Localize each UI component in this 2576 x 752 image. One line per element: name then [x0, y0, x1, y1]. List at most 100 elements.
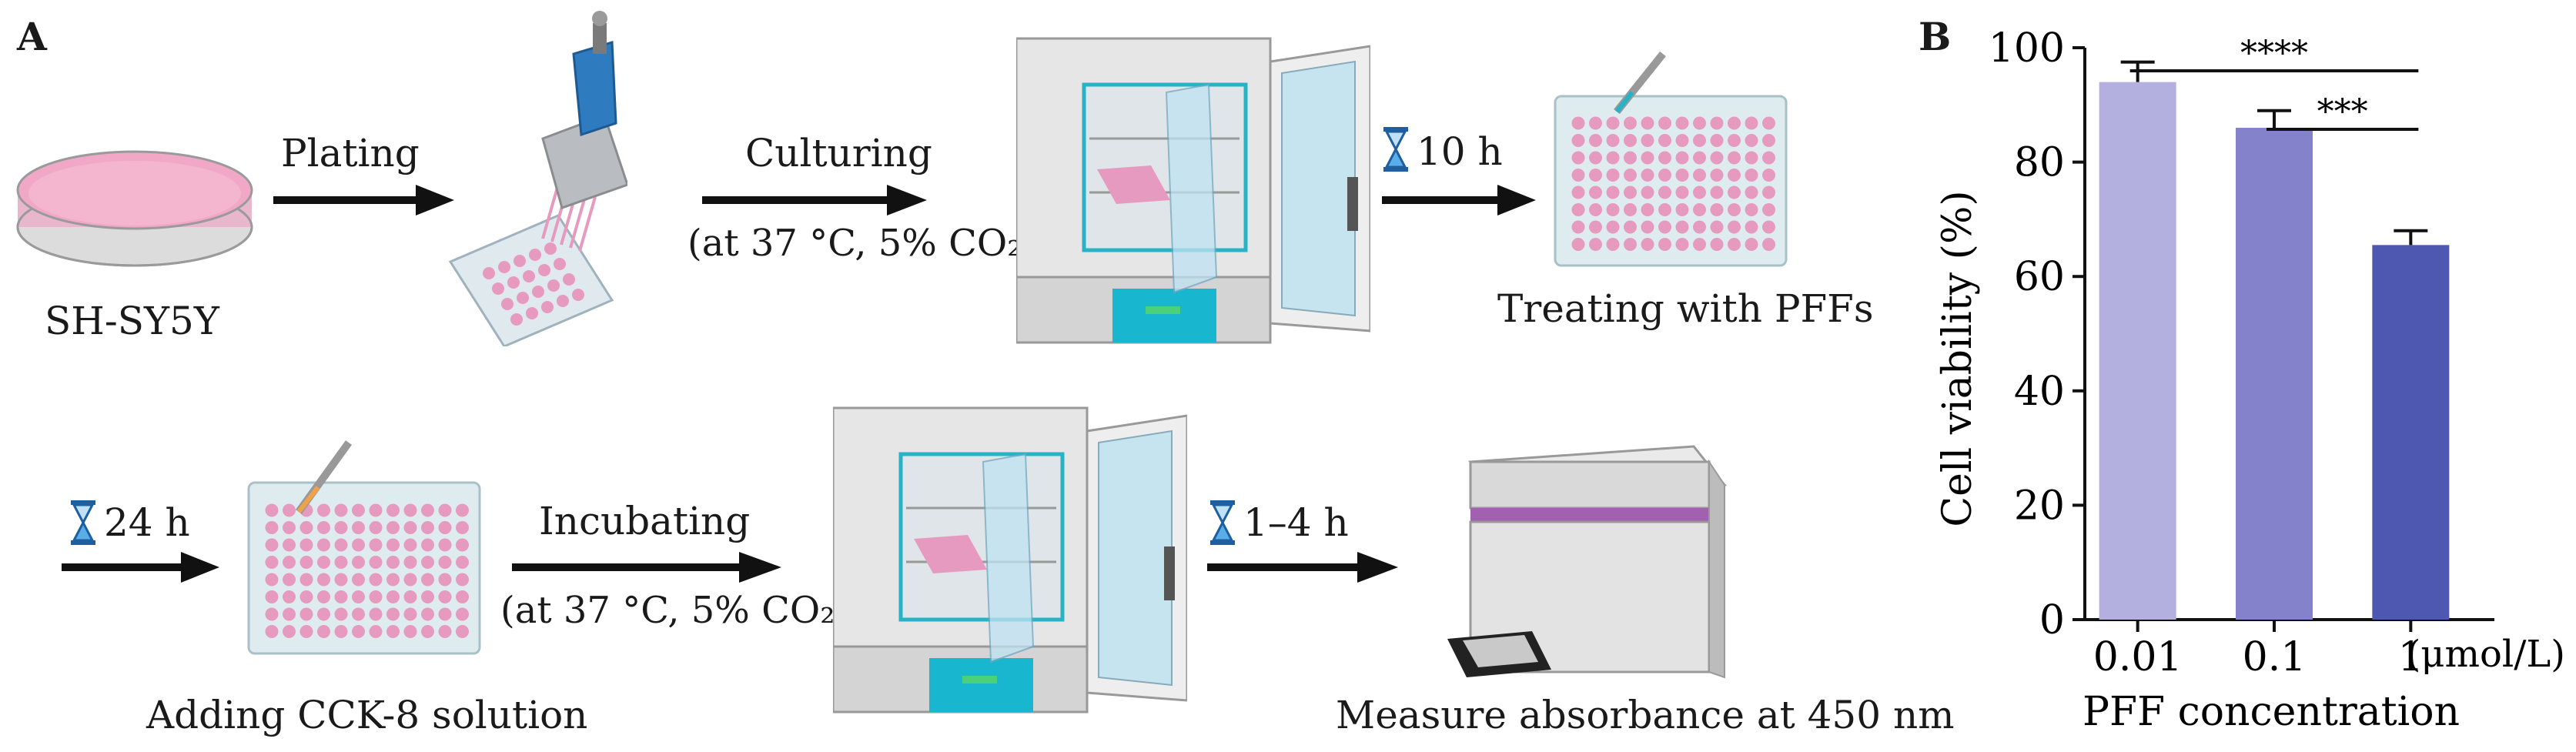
- well: [456, 521, 469, 534]
- well: [352, 590, 365, 603]
- well: [421, 503, 434, 517]
- well: [403, 556, 417, 569]
- well: [1606, 203, 1620, 216]
- well: [1658, 238, 1671, 251]
- well: [1641, 203, 1654, 216]
- cell-line-label: SH-SY5Y: [45, 299, 219, 343]
- well: [317, 625, 330, 638]
- well: [1571, 220, 1585, 234]
- well: [1728, 220, 1741, 234]
- y-tick-label: 100: [1989, 25, 2065, 72]
- well: [1728, 203, 1741, 216]
- incubator-icon: [1016, 37, 1370, 344]
- well: [317, 521, 330, 534]
- well: [265, 521, 279, 534]
- well: [334, 590, 348, 603]
- well: [1658, 151, 1671, 165]
- arrow-right-icon: [273, 185, 454, 216]
- well: [403, 625, 417, 638]
- well: [299, 573, 313, 587]
- well: [1624, 134, 1637, 147]
- well: [421, 607, 434, 621]
- well: [456, 538, 469, 552]
- well: [369, 573, 383, 587]
- well: [1675, 134, 1689, 147]
- well: [1710, 134, 1724, 147]
- well: [403, 590, 417, 603]
- well: [386, 625, 400, 638]
- petri-dish-icon: [16, 150, 253, 267]
- well: [299, 607, 313, 621]
- arrow-right-icon: [62, 552, 219, 583]
- well: [438, 556, 452, 569]
- well: [283, 590, 296, 603]
- well: [1658, 134, 1671, 147]
- well: [299, 625, 313, 638]
- wait-1-4h-label: 1–4 h: [1243, 500, 1349, 545]
- well: [1693, 185, 1706, 199]
- well: [403, 607, 417, 621]
- well: [1606, 220, 1620, 234]
- well: [1606, 134, 1620, 147]
- bar: [2099, 82, 2176, 620]
- incubating-label: Incubating: [539, 499, 751, 543]
- well: [1762, 238, 1775, 251]
- well: [369, 521, 383, 534]
- well: [1762, 151, 1775, 165]
- well: [1762, 185, 1775, 199]
- well: [438, 503, 452, 517]
- incubate-conditions-label: (at 37 °C, 5% CO₂): [500, 589, 850, 632]
- well: [317, 590, 330, 603]
- well: [1762, 220, 1775, 234]
- well: [1745, 169, 1758, 182]
- well: [438, 538, 452, 552]
- measure-label: Measure absorbance at 450 nm: [1336, 693, 1955, 737]
- well: [1589, 185, 1602, 199]
- y-axis-title: Cell viability (%): [1935, 190, 1981, 526]
- well: [1641, 220, 1654, 234]
- well: [1624, 203, 1637, 216]
- well: [369, 538, 383, 552]
- well: [265, 503, 279, 517]
- significance-label: ***: [2317, 92, 2368, 132]
- well: [1589, 151, 1602, 165]
- well: [1571, 151, 1585, 165]
- well-plate-icon: [247, 440, 481, 655]
- well: [438, 573, 452, 587]
- well: [1675, 238, 1689, 251]
- well: [1589, 220, 1602, 234]
- well: [1571, 185, 1585, 199]
- culturing-label: Culturing: [745, 131, 932, 175]
- well: [1693, 220, 1706, 234]
- well: [1675, 151, 1689, 165]
- well: [317, 503, 330, 517]
- well: [1728, 116, 1741, 130]
- well: [283, 521, 296, 534]
- well: [317, 573, 330, 587]
- well: [1641, 116, 1654, 130]
- well: [438, 521, 452, 534]
- well: [369, 503, 383, 517]
- bar-chart: Cell viability (%) PFF concentration (μm…: [1935, 25, 2565, 735]
- well: [403, 538, 417, 552]
- well: [352, 625, 365, 638]
- well: [1745, 220, 1758, 234]
- well: [1571, 134, 1585, 147]
- well: [1624, 220, 1637, 234]
- well: [1693, 169, 1706, 182]
- well: [421, 556, 434, 569]
- well: [1710, 169, 1724, 182]
- well: [317, 556, 330, 569]
- well: [1571, 169, 1585, 182]
- well: [265, 625, 279, 638]
- well: [421, 538, 434, 552]
- well: [1606, 151, 1620, 165]
- well: [1624, 238, 1637, 251]
- well: [1710, 151, 1724, 165]
- well: [456, 607, 469, 621]
- well: [386, 538, 400, 552]
- panel-a-label: A: [17, 14, 47, 59]
- x-tick-label: 1: [2398, 634, 2424, 680]
- well: [386, 590, 400, 603]
- well: [265, 590, 279, 603]
